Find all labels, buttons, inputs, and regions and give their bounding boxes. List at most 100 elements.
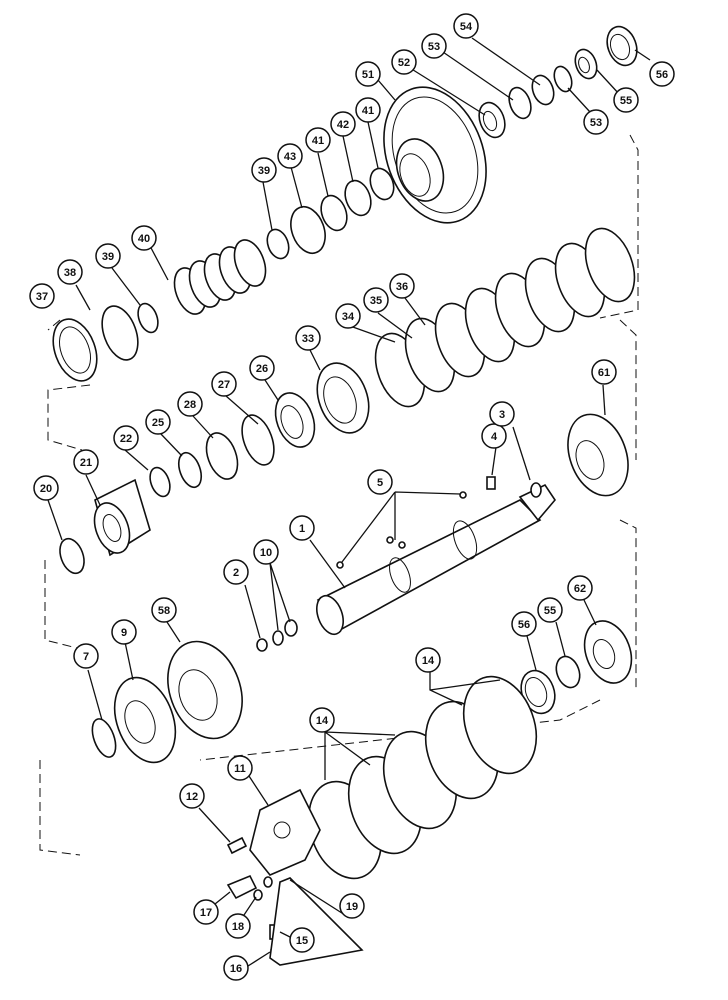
- callout-circle: [223, 559, 249, 585]
- callout-c25: 25: [145, 409, 171, 435]
- callout-label: 27: [218, 379, 230, 391]
- callout-c41b: 41: [355, 97, 381, 123]
- callout-c54: 54: [453, 13, 479, 39]
- washers-18: [253, 876, 273, 901]
- callout-circle: [249, 355, 275, 381]
- callout-label: 10: [260, 547, 272, 559]
- callout-c38: 38: [57, 259, 83, 285]
- callout-c58: 58: [151, 597, 177, 623]
- group-outline-lower: [39, 699, 601, 856]
- callout-circle: [145, 409, 171, 435]
- callout-label: 18: [232, 921, 244, 933]
- callout-c35: 35: [363, 287, 389, 313]
- callout-label: 43: [284, 151, 296, 163]
- snap-ring-7: [91, 718, 117, 758]
- callout-c53b: 53: [583, 109, 609, 135]
- callout-label: 35: [370, 295, 382, 307]
- callout-circle: [355, 97, 381, 123]
- callout-label: 39: [258, 165, 270, 177]
- callout-circle: [111, 619, 137, 645]
- ring-26: [274, 392, 316, 448]
- callout-circle: [339, 893, 365, 919]
- callout-circle: [95, 243, 121, 269]
- callout-circle: [131, 225, 157, 251]
- callout-circle: [567, 575, 593, 601]
- callout-circle: [613, 87, 639, 113]
- callout-circle: [305, 127, 331, 153]
- piston-33: [316, 362, 370, 434]
- callout-circle: [421, 33, 447, 59]
- callout-circle: [453, 13, 479, 39]
- callout-label: 62: [574, 583, 586, 595]
- callout-label: 51: [362, 69, 374, 81]
- callout-label: 19: [346, 901, 358, 913]
- callout-c1: 1: [289, 515, 315, 541]
- screw-4: [486, 476, 496, 490]
- callout-label: 14: [316, 715, 329, 727]
- callout-c56b: 56: [511, 611, 537, 637]
- callout-label: 53: [590, 117, 602, 129]
- callout-c51: 51: [355, 61, 381, 87]
- callout-circle: [389, 273, 415, 299]
- plate-37: [52, 318, 98, 382]
- callout-c61: 61: [591, 359, 617, 385]
- callout-circle: [211, 371, 237, 397]
- callout-label: 17: [200, 907, 212, 919]
- washer-20: [59, 537, 85, 575]
- callout-bubbles: 5654535251555339434142414039383734353633…: [29, 13, 675, 981]
- tube-19: [269, 877, 364, 966]
- callout-label: 56: [518, 619, 530, 631]
- clutch-pack-34-36: [374, 227, 636, 408]
- callout-c16: 16: [223, 955, 249, 981]
- callout-circle: [295, 325, 321, 351]
- callout-label: 41: [312, 135, 324, 147]
- callout-label: 15: [296, 935, 308, 947]
- callout-circle: [151, 597, 177, 623]
- callout-label: 61: [598, 367, 610, 379]
- callout-circle: [251, 157, 277, 183]
- callout-c21: 21: [73, 449, 99, 475]
- cup-56-top: [606, 25, 638, 67]
- callout-c40: 40: [131, 225, 157, 251]
- callout-circle: [277, 143, 303, 169]
- callout-label: 38: [64, 267, 76, 279]
- callout-c39b: 39: [95, 243, 121, 269]
- callout-c55a: 55: [613, 87, 639, 113]
- callout-c62: 62: [567, 575, 593, 601]
- callout-c17: 17: [193, 899, 219, 925]
- rings-39-43: [266, 167, 395, 260]
- group-outline-middle: [44, 319, 637, 690]
- callout-label: 39: [102, 251, 114, 263]
- callout-c2: 2: [223, 559, 249, 585]
- callout-c19: 19: [339, 893, 365, 919]
- callout-label: 5: [377, 477, 383, 489]
- callout-circle: [309, 707, 335, 733]
- callout-label: 1: [299, 523, 305, 535]
- callout-c14a: 14: [415, 647, 441, 673]
- plug-2: [256, 638, 268, 652]
- fitting-17: [226, 874, 258, 900]
- callout-label: 21: [80, 457, 92, 469]
- callout-circle: [289, 515, 315, 541]
- ring-53-right: [553, 65, 573, 93]
- callout-label: 55: [620, 95, 632, 107]
- callout-circle: [113, 425, 139, 451]
- callout-circle: [489, 401, 515, 427]
- callout-label: 41: [362, 105, 374, 117]
- callout-label: 9: [121, 627, 127, 639]
- callout-c52: 52: [391, 49, 417, 75]
- bearing-55-top: [574, 48, 598, 80]
- callout-label: 33: [302, 333, 314, 345]
- callout-label: 2: [233, 567, 239, 579]
- callout-c37: 37: [29, 283, 55, 309]
- ring-38: [101, 305, 139, 361]
- callout-circle: [289, 927, 315, 953]
- bolt-12: [226, 836, 248, 855]
- spring-pack-40: [173, 239, 267, 315]
- callout-c11: 11: [227, 755, 253, 781]
- callout-c4: 4: [481, 423, 507, 449]
- callout-circle: [537, 597, 563, 623]
- gear-61: [567, 413, 629, 497]
- callout-c7: 7: [73, 643, 99, 669]
- callout-label: 28: [184, 399, 196, 411]
